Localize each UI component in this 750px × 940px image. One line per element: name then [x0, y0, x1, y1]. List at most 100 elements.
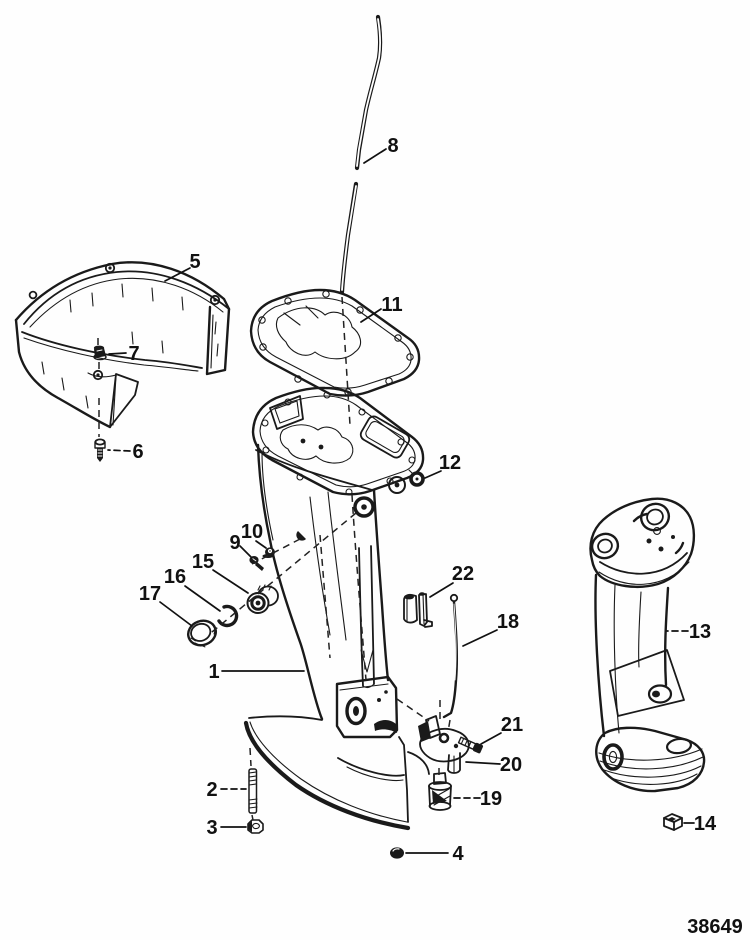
callout-4: 4 [405, 843, 464, 865]
leader-line [107, 449, 131, 452]
flange-bolt-holes [261, 391, 416, 496]
callout-label: 9 [229, 532, 240, 554]
callout-6: 6 [107, 441, 144, 463]
exhaust-extension-part-13 [589, 497, 706, 793]
shadow-wedge [374, 720, 398, 733]
rib-2 [327, 491, 347, 641]
flange-inner [259, 395, 416, 488]
callout-label: 22 [452, 563, 474, 585]
leader-line [363, 148, 387, 164]
callouts: 1 2 3 4 5 6 7 8 [107, 135, 717, 865]
bolt-part-21 [457, 736, 484, 754]
callout-7: 7 [108, 343, 140, 365]
grommet-boss [388, 476, 406, 494]
driveshaft-housing-part-1 [243, 386, 430, 831]
anode-part-19 [428, 772, 452, 811]
column-left [594, 573, 606, 738]
leader-line [480, 732, 502, 745]
floor-edge-1 [21, 331, 203, 369]
callout-17: 17 [139, 583, 193, 627]
callout-label: 3 [206, 817, 217, 839]
callout-label: 2 [206, 779, 217, 801]
callout-8: 8 [363, 135, 399, 164]
callout-3: 3 [206, 817, 247, 839]
yoke-plate [589, 497, 696, 588]
callout-label: 12 [439, 452, 461, 474]
yoke-front-edge [599, 552, 688, 575]
callout-label: 20 [500, 754, 522, 776]
callout-22: 22 [429, 563, 474, 598]
callout-20: 20 [465, 754, 522, 776]
clip-part-22 [403, 592, 433, 628]
nut-part-4 [390, 847, 404, 859]
callout-label: 10 [241, 521, 263, 543]
right-wall [205, 305, 231, 376]
callout-label: 21 [501, 714, 523, 736]
gasket-outer [249, 288, 421, 397]
link-rod-part-18 [442, 593, 459, 719]
flange-cavity [279, 424, 354, 464]
callout-18: 18 [462, 611, 519, 647]
cap-part-17 [187, 619, 217, 648]
foot [595, 726, 706, 793]
lower-block [335, 675, 399, 739]
callout-label: 7 [128, 343, 139, 365]
callout-13: 13 [666, 621, 711, 643]
mating-curve [337, 757, 405, 777]
side-hole [296, 531, 306, 541]
callout-16: 16 [164, 566, 221, 612]
flange-pocket-right [359, 415, 411, 459]
callout-label: 8 [387, 135, 398, 157]
callout-label: 4 [452, 843, 464, 865]
front-boss [353, 496, 375, 518]
gasket-part-11 [249, 288, 421, 397]
callout-11: 11 [360, 294, 403, 323]
gasket-bolt-holes [258, 290, 414, 396]
wedge [609, 649, 685, 717]
callout-21: 21 [480, 714, 523, 745]
callout-2: 2 [206, 779, 247, 801]
callout-10: 10 [241, 521, 267, 549]
block-hole [345, 696, 367, 726]
leader-line [239, 545, 253, 559]
strut-right-edge [372, 488, 390, 682]
left-wall-edge [14, 318, 112, 429]
nut-part-3 [247, 819, 264, 834]
callout-9: 9 [229, 532, 253, 559]
rear-curl [407, 751, 430, 775]
foot-hole-right [665, 737, 693, 755]
leader-line [212, 569, 249, 594]
leader-line [164, 267, 191, 282]
callout-label: 14 [694, 813, 717, 835]
screw-part-6 [94, 438, 106, 462]
callout-15: 15 [192, 551, 249, 594]
shift-rod-part-8 [339, 14, 383, 295]
screw-boss [28, 262, 221, 381]
leader-line [465, 761, 501, 765]
callout-label: 16 [164, 566, 186, 588]
drawing-number: 38649 [687, 916, 743, 938]
gasket-cutout [275, 307, 362, 360]
leader-line [360, 308, 382, 323]
assembly-centerlines [97, 296, 451, 821]
strut-left-edge [256, 443, 324, 721]
leader-line [108, 352, 127, 355]
block-part-14 [663, 813, 683, 831]
callout-label: 15 [192, 551, 214, 573]
leader-line [255, 540, 267, 549]
foot-hole-left [602, 743, 624, 771]
plate-top-edge [248, 715, 323, 721]
callout-5: 5 [164, 251, 201, 282]
callout-14: 14 [683, 813, 717, 835]
plate-leading-edge [243, 720, 411, 831]
leader-line [424, 470, 442, 479]
callout-label: 18 [497, 611, 519, 633]
nut-part-7 [93, 345, 107, 361]
callout-label: 11 [381, 294, 402, 316]
grommet-part-12 [408, 469, 425, 487]
flange-pocket-left [269, 395, 304, 430]
front-end-cap [109, 373, 139, 428]
rim-inner-1 [23, 270, 230, 325]
